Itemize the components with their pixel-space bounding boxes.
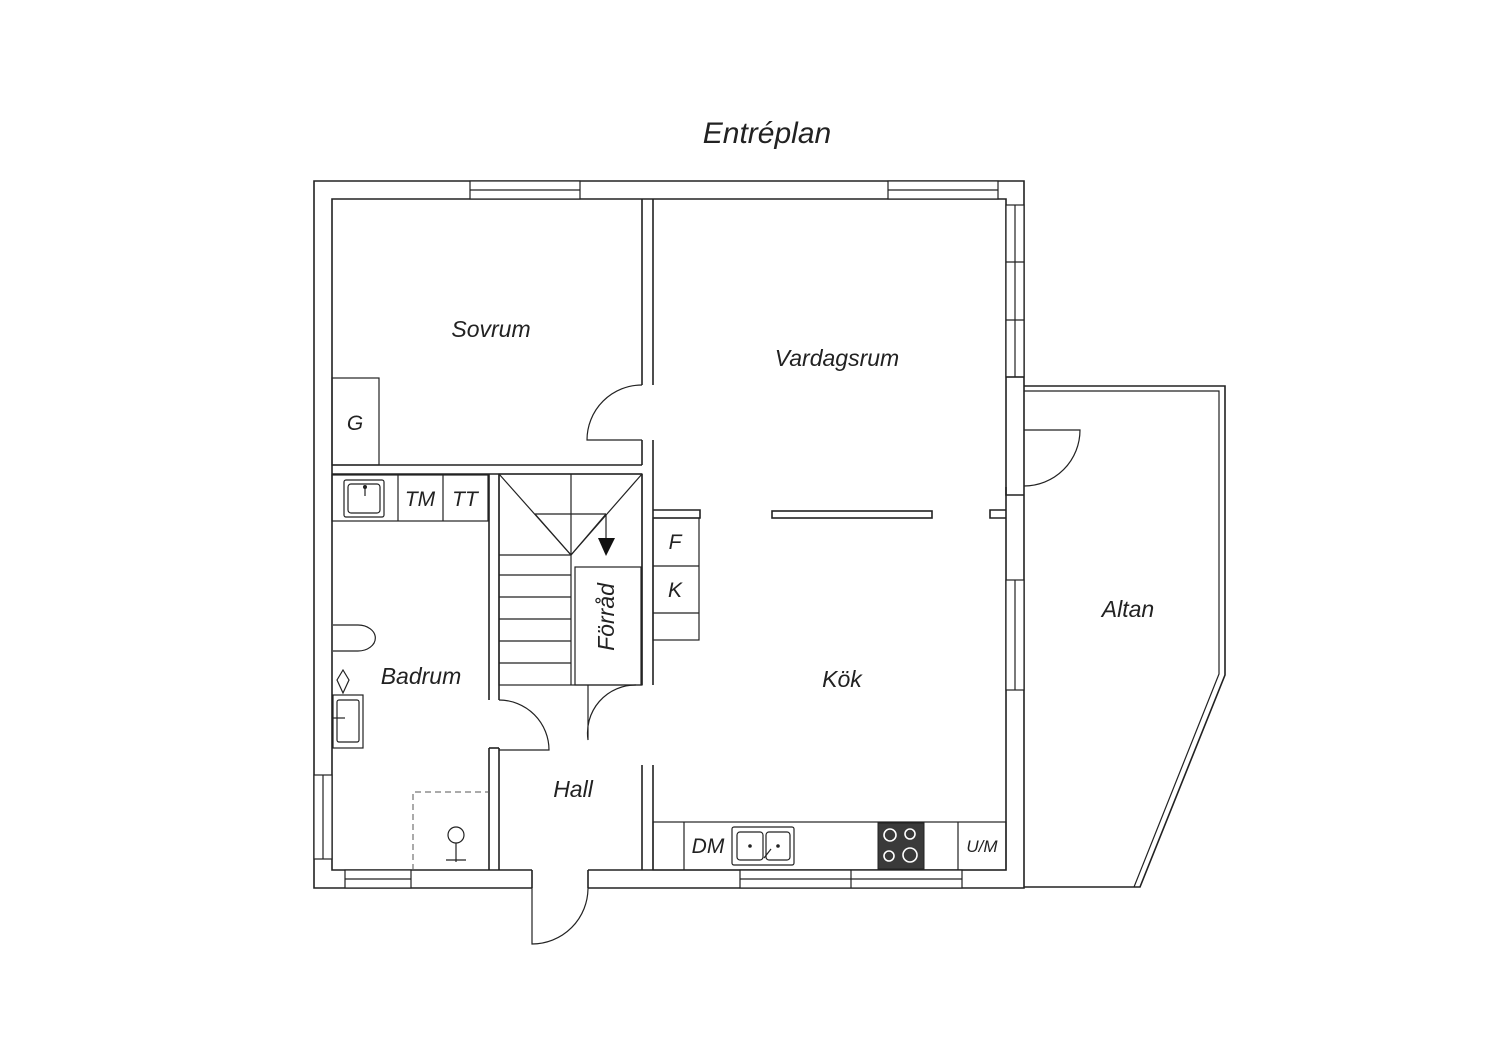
toilet-icon bbox=[333, 624, 376, 652]
label-kok: Kök bbox=[822, 666, 863, 692]
doors bbox=[498, 384, 1081, 945]
shower-area bbox=[412, 791, 489, 870]
kitchen-sink-icon bbox=[731, 826, 795, 866]
label-sovrum: Sovrum bbox=[451, 316, 530, 342]
bathroom-sink-icon bbox=[332, 668, 364, 749]
label-tt: TT bbox=[452, 488, 480, 511]
label-kyl: K bbox=[668, 579, 683, 602]
label-vardagsrum: Vardagsrum bbox=[775, 345, 899, 371]
label-dm: DM bbox=[692, 835, 725, 858]
label-frys: F bbox=[669, 531, 683, 554]
plan-title: Entréplan bbox=[703, 117, 831, 150]
windows bbox=[313, 180, 1025, 889]
room-labels: Sovrum Vardagsrum Badrum Förråd Hall Kök… bbox=[381, 316, 1154, 802]
staircase bbox=[498, 473, 643, 686]
label-um: U/M bbox=[966, 837, 998, 856]
door-forrad bbox=[586, 684, 637, 741]
fixture-labels: G TM TT F K DM U/M bbox=[347, 412, 999, 858]
fridge-freezer-box bbox=[652, 517, 700, 641]
laundry-counter bbox=[331, 474, 489, 522]
label-badrum: Badrum bbox=[381, 663, 462, 689]
door-entry bbox=[531, 887, 589, 945]
laundry-sink-icon bbox=[343, 479, 385, 518]
label-garderob: G bbox=[347, 412, 363, 435]
stair-arrow-icon bbox=[598, 538, 615, 556]
door-badrum bbox=[498, 699, 550, 751]
forrad-box bbox=[574, 566, 642, 686]
label-tm: TM bbox=[405, 488, 436, 511]
door-sovrum bbox=[586, 384, 643, 441]
altan-outline bbox=[1024, 385, 1226, 888]
door-altan bbox=[1023, 429, 1081, 487]
fixtures bbox=[331, 377, 1007, 871]
label-altan: Altan bbox=[1100, 596, 1154, 622]
stove-icon bbox=[877, 822, 925, 870]
shower-icon bbox=[446, 826, 466, 862]
garderob-box bbox=[331, 377, 380, 466]
label-hall: Hall bbox=[553, 776, 594, 802]
label-forrad: Förråd bbox=[593, 582, 619, 651]
kitchen-counter bbox=[652, 821, 1007, 871]
